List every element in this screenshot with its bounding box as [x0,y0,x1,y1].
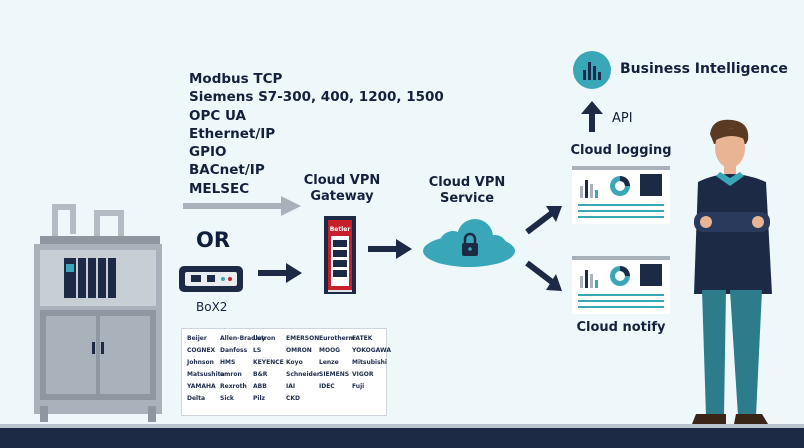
protocol-item: Modbus TCP [189,71,283,87]
cloud-logging-arrow [525,206,562,235]
cloud-icon [423,219,515,267]
brand-logo: Lenze [319,359,339,366]
brand-logo: KEYENCE [253,359,284,366]
protocol-item: MELSEC [189,180,250,197]
floor-line [0,424,804,430]
or-label: OR [196,228,231,252]
gateway-brand: Betler [330,226,351,233]
brand-logo: FATEK [352,335,373,342]
brand-logo: Johnson [187,359,214,366]
brand-logo: LS [253,347,262,354]
protocol-item: GPIO [189,144,227,161]
brand-logo: YOKOGAWA [352,347,392,354]
brand-logo: Danfoss [220,347,248,354]
brand-logo: Allen-Bradley [220,335,266,342]
brand-logo: Schneider [286,371,320,378]
api-label: API [612,111,633,126]
brand-logo: Matsushita [187,371,225,378]
protocol-item: BACnet/IP [189,162,265,179]
box2-label: BoX2 [196,300,228,314]
api-arrow [581,101,603,132]
brand-logo: IDEC [319,383,335,390]
brand-logo: VIGOR [352,371,374,378]
logging-label: Cloud logging [570,143,672,158]
protocol-item: Ethernet/IP [189,125,276,142]
box2-device [179,266,243,292]
floor [0,428,804,448]
gateway-label: Cloud VPN Gateway [300,173,384,205]
protocol-arrow [183,196,301,216]
brand-logo: Delta [187,395,206,402]
brand-logo: IAI [286,383,296,390]
brand-logo: ABB [253,383,267,390]
bi-label: Business Intelligence [620,61,788,77]
brand-logo: Fuji [352,383,365,390]
brand-logo: HMS [220,359,236,366]
business-intelligence-icon [573,51,611,89]
brand-logo: MOOG [319,347,341,354]
notify-label: Cloud notify [576,320,666,335]
service-label-text: Cloud VPN Service [428,175,506,206]
notify-dashboard [572,256,670,314]
brand-logo: Koyo [286,359,303,366]
brand-logo: COGNEX [187,347,216,354]
brand-logo: SIEMENS [319,371,350,378]
cloud-notify-arrow [525,260,562,291]
brand-logo: YAMAHA [187,383,216,390]
brand-logo: Sick [220,395,234,402]
industrial-machine [34,204,162,422]
brand-logo: Mitsubishi [352,359,387,366]
vpn-gateway-device: Betler [324,216,356,294]
logging-dashboard [572,166,670,224]
brand-logo: omron [220,371,242,378]
person-illustration [692,119,772,424]
brand-logo: Rexroth [220,383,247,390]
brand-logo: CKD [286,395,301,402]
brand-logo: OMRON [286,347,312,354]
protocol-item: Siemens S7-300, 400, 1200, 1500 [189,89,444,106]
box2-arrow [258,263,302,283]
brand-logo: Beijer [187,335,207,342]
brand-logo: EMERSON [286,335,320,342]
protocol-list: Modbus TCP Siemens S7-300, 400, 1200, 150… [189,70,444,198]
service-label: Cloud VPN Service [424,175,510,207]
brand-logo: Lutron [253,335,276,342]
protocol-item: OPC UA [189,107,246,124]
brand-logo: B&R [253,371,268,378]
gateway-cloud-arrow [368,239,412,259]
gateway-label-text: Cloud VPN Gateway [303,173,381,204]
brand-logo: Pilz [253,395,266,402]
brand-logo: Eurotherm [319,335,355,342]
